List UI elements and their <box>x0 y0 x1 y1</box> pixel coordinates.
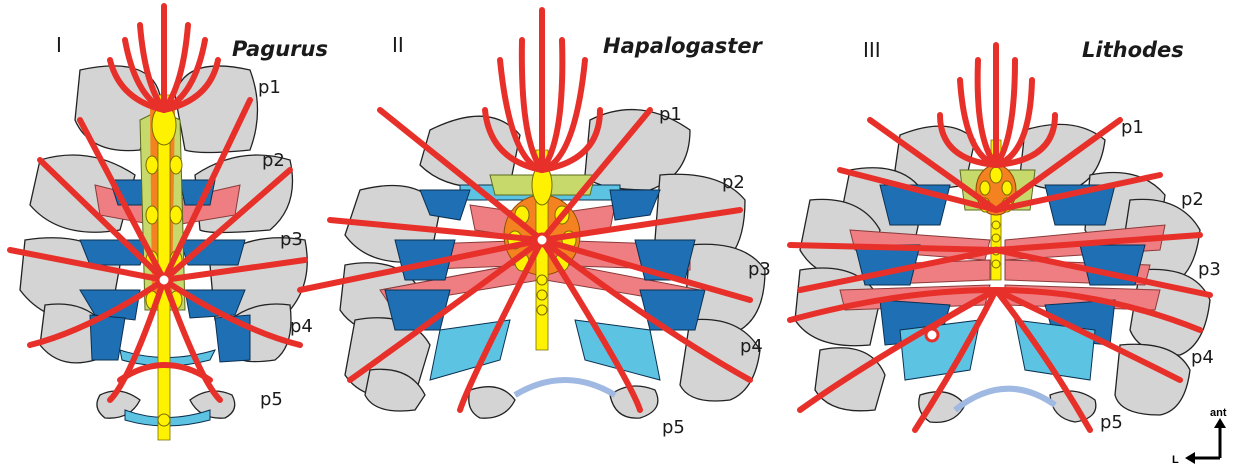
genus-label: Pagurus <box>232 37 328 61</box>
arrow-up-icon <box>1214 418 1226 428</box>
leg-label-p3: p3 <box>748 259 771 280</box>
panel-lithodes <box>790 45 1210 430</box>
leg-label-p2: p2 <box>722 172 745 193</box>
leg-label-p5: p5 <box>260 389 283 410</box>
panel-numeral: III <box>863 38 881 62</box>
leg-label-p2: p2 <box>262 150 285 171</box>
leg-label-p1: p1 <box>258 77 281 98</box>
leg-label-p1: p1 <box>1121 117 1144 138</box>
leg-label-p5: p5 <box>662 417 685 438</box>
compass-lateral-label: L <box>1172 454 1179 466</box>
panel-numeral: I <box>56 33 62 57</box>
ventral-artery-origin-marker <box>536 234 548 246</box>
panel-hapalogaster <box>300 10 765 418</box>
genus-label: Hapalogaster <box>603 34 764 58</box>
leg-label-p4: p4 <box>740 336 763 357</box>
panel-pagurus <box>10 6 307 440</box>
ventral-artery-origin-marker <box>158 274 170 286</box>
arrow-left-icon <box>1185 452 1195 464</box>
transverse-arc-panel-3 <box>955 389 1055 410</box>
panel-numeral: II <box>392 33 404 57</box>
compass-anterior-label: ant <box>1210 407 1227 419</box>
leg-label-p5: p5 <box>1100 412 1123 433</box>
orientation-compass: ant L <box>1172 407 1227 466</box>
leg-label-p2: p2 <box>1181 189 1204 210</box>
ventral-artery-origin-marker <box>926 329 938 341</box>
transverse-arc-panel-2 <box>515 380 615 395</box>
leg-label-p1: p1 <box>659 104 682 125</box>
genus-label: Lithodes <box>1082 38 1184 62</box>
leg-label-p3: p3 <box>280 229 303 250</box>
leg-label-p3: p3 <box>1198 259 1221 280</box>
leg-label-p4: p4 <box>290 316 313 337</box>
leg-label-p4: p4 <box>1191 347 1214 368</box>
